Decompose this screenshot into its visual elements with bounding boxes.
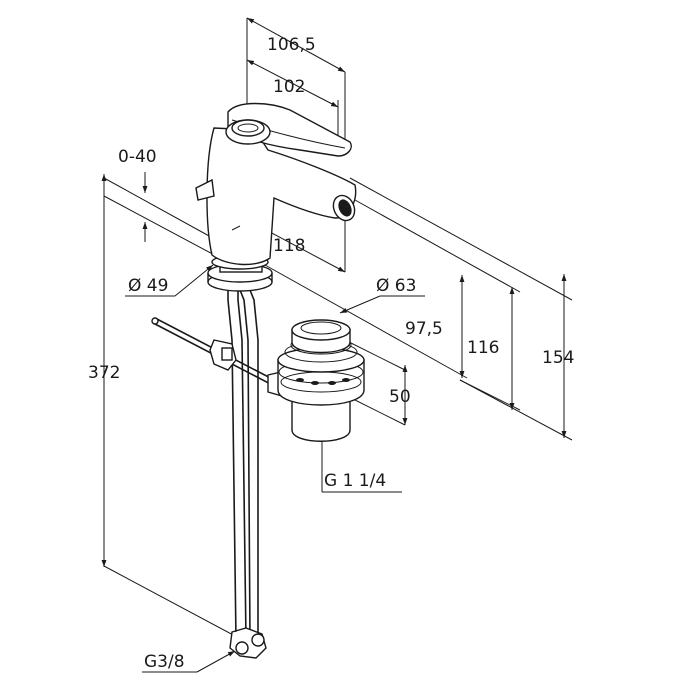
- dim-width-spout: 102: [273, 77, 305, 97]
- dim-height-154: 154: [542, 348, 574, 368]
- dim-waste-diameter: Ø 63: [376, 276, 416, 296]
- dim-hose-thread: G3/8: [144, 652, 185, 672]
- dim-width-top: 106,5: [267, 35, 316, 55]
- dim-reach: 118: [273, 236, 305, 256]
- hose-connectors: [229, 620, 267, 659]
- waste-cap: [291, 319, 351, 341]
- drain-rod: [151, 317, 297, 397]
- aerator: [338, 199, 352, 217]
- dim-waste-height: 50: [389, 387, 411, 407]
- dim-height-97: 97,5: [405, 319, 443, 339]
- waste-drain: [277, 319, 365, 442]
- dim-line-102: [246, 59, 339, 108]
- dim-waste-thread: G 1 1/4: [324, 471, 386, 491]
- faucet-body: [195, 102, 357, 292]
- dim-total-height: 372: [88, 363, 120, 383]
- supply-hoses: [227, 285, 259, 641]
- pop-up-knob: [195, 178, 215, 201]
- dim-lever-range: 0-40: [118, 147, 157, 167]
- spout-body: [206, 127, 357, 266]
- dim-height-116: 116: [467, 338, 499, 358]
- dim-base-diameter: Ø 49: [128, 276, 168, 296]
- ext-line-base: [264, 264, 468, 379]
